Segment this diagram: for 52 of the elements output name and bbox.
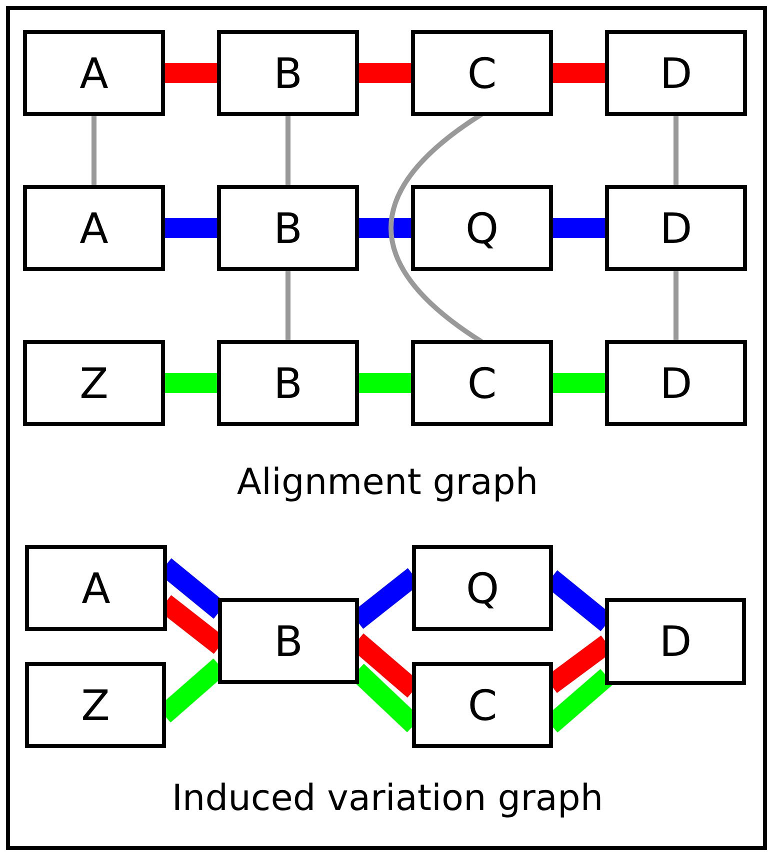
node-label: C <box>468 680 498 730</box>
connector-line <box>357 373 413 393</box>
node-label: B <box>274 48 302 98</box>
section-caption: Alignment graph <box>236 462 538 503</box>
connector-line <box>357 63 413 83</box>
connector-line <box>357 218 413 238</box>
node-box <box>412 662 553 748</box>
connector-line <box>92 114 96 187</box>
node-label: Q <box>465 204 499 252</box>
connector-line <box>163 218 219 238</box>
node-box <box>411 30 553 116</box>
node-box <box>605 340 747 426</box>
connector-line <box>163 63 219 83</box>
node-box <box>25 662 166 748</box>
node-box <box>605 598 746 685</box>
node-label: C <box>467 358 497 408</box>
node-box <box>217 185 359 271</box>
node-box <box>605 185 747 271</box>
node-label: B <box>274 358 302 408</box>
connector-line <box>674 114 678 187</box>
node-label: D <box>659 617 692 666</box>
connector-line <box>551 373 607 393</box>
node-box <box>218 598 359 684</box>
node-box <box>605 30 747 116</box>
connector-line <box>286 114 290 187</box>
node-box <box>411 340 553 426</box>
connector-line <box>286 269 290 342</box>
node-label: B <box>274 616 303 666</box>
connector-line <box>674 269 678 342</box>
section-caption: Induced variation graph <box>172 778 604 819</box>
node-box <box>23 340 165 426</box>
connector-line <box>551 218 607 238</box>
node-box <box>23 185 165 271</box>
node-label: Z <box>80 358 108 408</box>
node-box <box>217 340 359 426</box>
node-label: A <box>82 564 110 612</box>
node-box <box>23 30 165 116</box>
node-label: A <box>80 204 108 252</box>
node-box <box>411 185 553 271</box>
connector-line <box>551 63 607 83</box>
node-label: D <box>660 48 692 98</box>
node-label: A <box>80 48 108 98</box>
node-box <box>25 545 167 631</box>
node-label: B <box>274 204 302 252</box>
node-label: C <box>467 48 497 98</box>
node-box <box>217 30 359 116</box>
node-label: Z <box>81 680 110 730</box>
node-label: D <box>660 204 692 252</box>
connector-line <box>163 373 219 393</box>
node-box <box>412 545 553 631</box>
node-label: D <box>660 358 692 408</box>
node-label: Q <box>466 564 500 612</box>
